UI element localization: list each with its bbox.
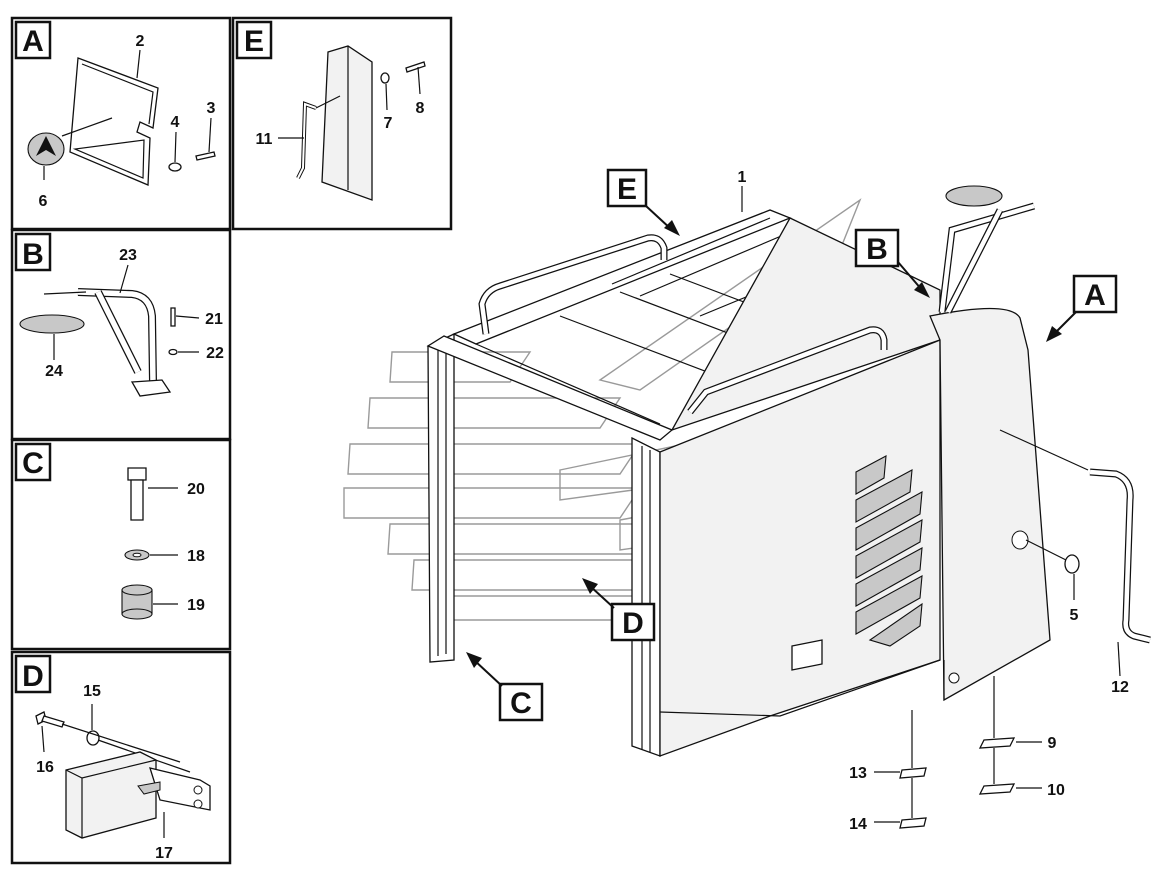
view-flag-a: A <box>1046 274 1118 342</box>
callout-10: 10 <box>1047 782 1065 799</box>
callout-24: 24 <box>45 363 63 380</box>
callout-13: 13 <box>849 765 867 782</box>
callout-4: 4 <box>171 114 180 131</box>
detail-panel-c: C 20 18 19 <box>10 438 232 651</box>
callout-21: 21 <box>205 311 223 328</box>
panel-letter-b: B <box>22 238 44 271</box>
callout-9: 9 <box>1048 735 1057 752</box>
callout-6: 6 <box>39 193 48 210</box>
view-flag-e: E <box>606 168 680 236</box>
callout-19: 19 <box>187 597 205 614</box>
callout-8: 8 <box>416 100 425 117</box>
detail-panel-e: E 7 8 11 <box>231 16 453 231</box>
svg-text:E: E <box>617 173 637 206</box>
callout-5: 5 <box>1070 607 1079 624</box>
view-flag-b: B <box>854 228 930 298</box>
side-louvers <box>855 455 923 647</box>
callout-11: 11 <box>256 131 273 148</box>
callout-18: 18 <box>187 548 205 565</box>
callout-20: 20 <box>187 481 205 498</box>
view-flag-d: D <box>582 578 656 642</box>
view-flag-c: C <box>466 652 544 722</box>
detail-panel-b: B 21 22 23 24 <box>10 228 232 441</box>
callout-22: 22 <box>206 345 224 362</box>
callout-23: 23 <box>119 247 137 264</box>
panel-letter-c: C <box>22 447 44 480</box>
callout-1: 1 <box>738 169 747 186</box>
callout-14: 14 <box>849 816 867 833</box>
callout-2: 2 <box>136 33 145 50</box>
panel-letter-a: A <box>22 25 44 58</box>
svg-text:A: A <box>1084 279 1106 312</box>
callout-17: 17 <box>155 845 173 862</box>
engine-hood-assembly <box>426 185 1151 829</box>
callout-12: 12 <box>1111 679 1129 696</box>
panel-letter-e: E <box>244 25 264 58</box>
callout-15: 15 <box>83 683 101 700</box>
panel-letter-d: D <box>22 660 44 693</box>
callout-7: 7 <box>384 115 393 132</box>
detail-panel-d: D 15 16 17 <box>10 650 232 865</box>
svg-text:C: C <box>510 687 532 720</box>
callout-3: 3 <box>207 100 216 117</box>
callout-16: 16 <box>36 759 54 776</box>
detail-panel-a: A 2 3 4 6 <box>10 16 232 231</box>
svg-text:B: B <box>866 233 888 266</box>
svg-text:D: D <box>622 607 644 640</box>
